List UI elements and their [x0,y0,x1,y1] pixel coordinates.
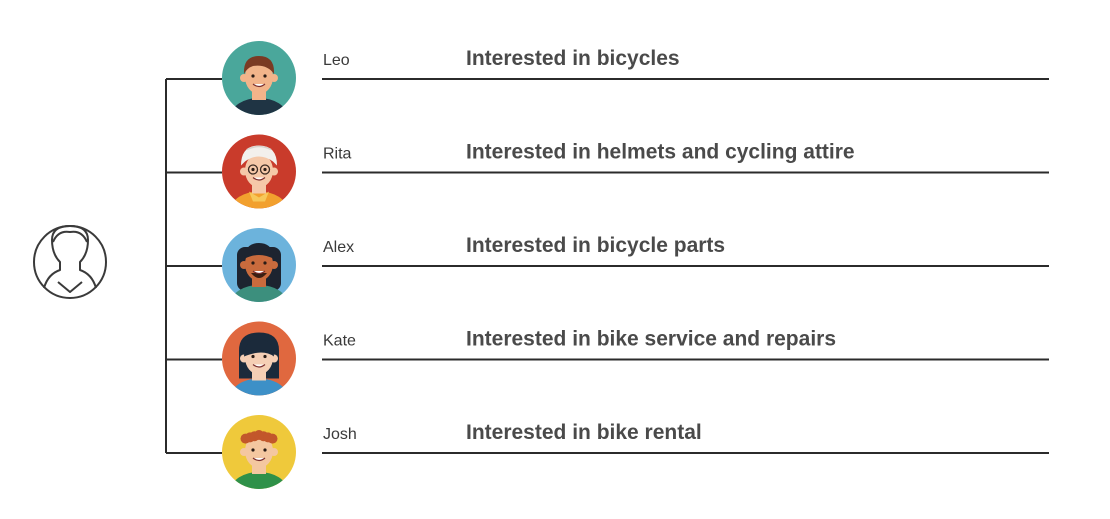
avatar-man-short-brown-hair-icon [222,41,296,115]
person-row-leo: Leo Interested in bicycles [166,41,1049,115]
person-interest: Interested in bike service and repairs [466,328,836,351]
person-name: Kate [323,333,356,350]
person-interest: Interested in bicycle parts [466,234,725,257]
avatar-woman-dark-hair-icon [222,321,296,396]
person-interest: Interested in helmets and cycling attire [466,141,855,164]
person-row-kate: Kate Interested in bike service and repai… [166,321,1049,396]
root-user-icon [33,225,107,299]
person-name: Leo [323,52,350,69]
person-interest: Interested in bike rental [466,421,702,444]
avatar-woman-helmet-glasses-icon [222,134,296,209]
person-interest: Interested in bicycles [466,47,680,70]
person-row-alex: Alex Interested in bicycle parts [166,228,1049,302]
person-name: Rita [323,146,352,163]
person-name: Alex [323,239,354,256]
person-name: Josh [323,426,357,443]
person-row-rita: Rita Interested in helmets and cycling at… [166,134,1049,209]
avatar-man-dreadlocks-icon [222,228,296,302]
avatar-man-curly-hair-icon [222,415,296,489]
person-row-josh: Josh Interested in bike rental [166,415,1049,489]
